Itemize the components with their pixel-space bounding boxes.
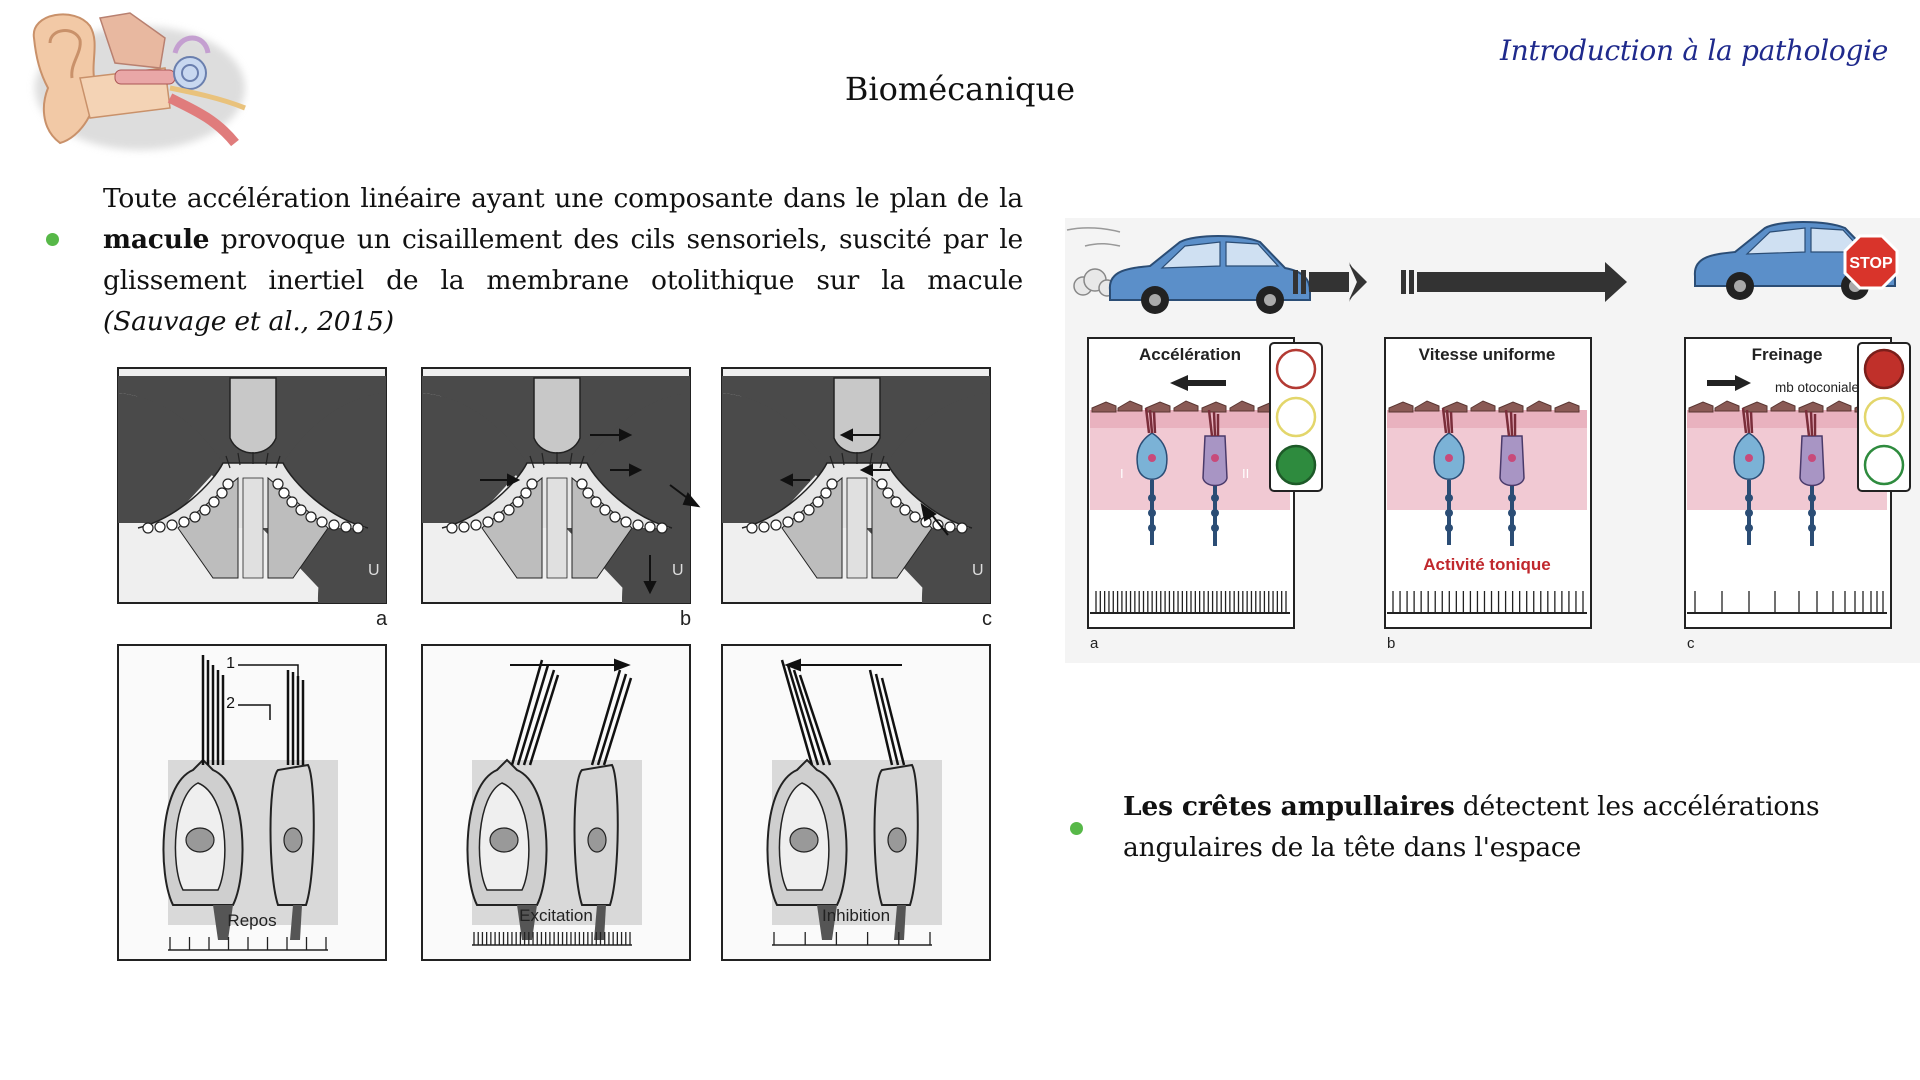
panel-letter: c [1687, 635, 1695, 652]
bullet-text-cretes: Les crêtes ampullaires détectent les acc… [1123, 786, 1893, 868]
bullet-text-part1: Toute accélération linéaire ayant une co… [103, 183, 1023, 214]
panel-letter: a [376, 608, 388, 630]
label-u: U [368, 562, 380, 579]
stop-sign-text: STOP [1849, 255, 1893, 272]
cell-type-2: II [1242, 466, 1249, 481]
macula-hair-cell-figure: U U U a b c 1 2 Repos Excit [110, 360, 1000, 970]
panel-letter: b [1387, 635, 1395, 652]
bullet-text-bold: macule [103, 224, 209, 255]
car-acceleration-figure: STOP Accélération I II a Vitesse uniform… [1065, 218, 1920, 663]
membrane-label: mb otoconiale [1775, 380, 1859, 395]
tonic-activity-label: Activité tonique [1423, 555, 1551, 574]
stop-sign-icon: STOP [1845, 236, 1897, 288]
marker-2: 2 [226, 695, 235, 712]
panel-title-vitesse-uniforme: Vitesse uniforme [1419, 345, 1556, 364]
bullet-text-macule: Toute accélération linéaire ayant une co… [103, 178, 1023, 342]
label-u: U [972, 562, 984, 579]
state-label-excitation: Excitation [519, 906, 593, 925]
panel-letter: b [680, 608, 691, 630]
label-u: U [672, 562, 684, 579]
panel-letter: a [1090, 635, 1099, 652]
state-label-inhibition: Inhibition [822, 906, 890, 925]
citation: (Sauvage et al., 2015) [103, 306, 394, 337]
bullet-dot [46, 233, 59, 246]
marker-1: 1 [226, 655, 235, 672]
bullet-dot [1070, 822, 1083, 835]
section-header: Introduction à la pathologie [1500, 34, 1888, 67]
panel-title-acceleration: Accélération [1139, 345, 1241, 364]
state-label-repos: Repos [227, 911, 276, 930]
traffic-light-red-icon [1858, 343, 1910, 491]
cell-type-1: I [1120, 466, 1124, 481]
panel-letter: c [982, 608, 992, 630]
bullet-text-bold: Les crêtes ampullaires [1123, 791, 1455, 822]
traffic-light-green-icon [1270, 343, 1322, 491]
panel-title-freinage: Freinage [1752, 345, 1823, 364]
bullet-text-part2: provoque un cisaillement des cils sensor… [103, 224, 1023, 296]
slide-title: Biomécanique [0, 70, 1920, 108]
